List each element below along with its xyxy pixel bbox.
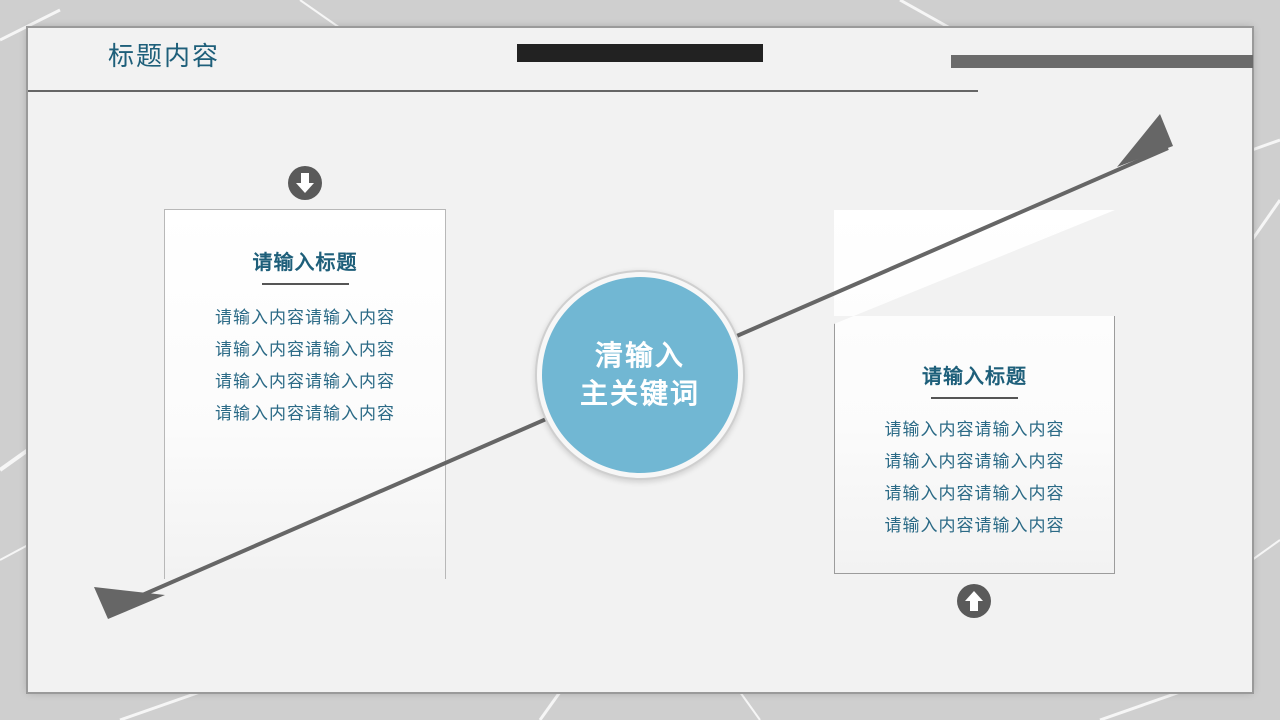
title-divider-accent: [951, 55, 1253, 68]
left-text-card: 请输入标题 请输入内容请输入内容 请输入内容请输入内容 请输入内容请输入内容 请…: [164, 209, 446, 579]
arrow-down-circle-icon: [288, 166, 322, 200]
keyword-line-1: 清输入: [594, 339, 685, 372]
title-decoration-bar: [517, 44, 763, 62]
left-card-title-underline: [262, 283, 349, 285]
left-card-line: 请输入内容请输入内容: [215, 340, 395, 360]
keyword-circle: 清输入 主关键词: [542, 277, 738, 473]
arrow-up-circle-icon: [957, 584, 991, 618]
left-card-body: 请输入内容请输入内容 请输入内容请输入内容 请输入内容请输入内容 请输入内容请输…: [165, 302, 445, 430]
left-card-title: 请输入标题: [252, 250, 358, 274]
left-card-line: 请输入内容请输入内容: [215, 308, 395, 328]
title-divider: [28, 90, 978, 92]
left-card-line: 请输入内容请输入内容: [215, 404, 395, 424]
keyword-line-2: 主关键词: [579, 377, 700, 410]
right-card-frame: [834, 316, 1115, 574]
page-title: 标题内容: [108, 42, 221, 72]
left-card-line: 请输入内容请输入内容: [215, 372, 395, 392]
